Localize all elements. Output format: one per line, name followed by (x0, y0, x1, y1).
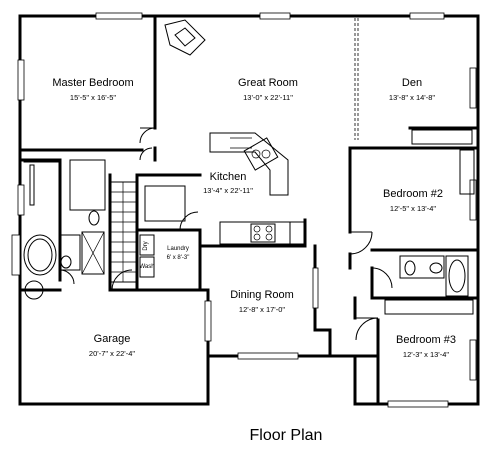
bedroom-3-name: Bedroom #3 (396, 334, 456, 346)
dining-room-name: Dining Room (230, 289, 294, 301)
den-dims: 13'-8" x 14'-8" (389, 93, 435, 102)
fixtures (23, 19, 475, 315)
bedroom-3-dims: 12'-3" x 13'-4" (403, 350, 449, 359)
bedroom-2-dims: 12'-5" x 13'-4" (390, 204, 436, 213)
washer-label: Wash (139, 264, 154, 270)
den-name: Den (402, 77, 422, 89)
laundry-dims: 6' x 8'-3" (167, 255, 190, 261)
room-labels: Master Bedroom 15'-5" x 16'-5" Great Roo… (52, 77, 456, 359)
windows (11, 12, 477, 408)
dining-room-dims: 12'-8" x 17'-0" (239, 305, 285, 314)
master-bedroom-name: Master Bedroom (52, 77, 133, 89)
dryer-label: Dry (143, 241, 149, 250)
stairs (109, 181, 137, 283)
great-room-name: Great Room (238, 77, 298, 89)
kitchen-name: Kitchen (210, 171, 247, 183)
floor-plan-caption: Floor Plan (250, 427, 323, 444)
great-room-dims: 13'-0" x 22'-11" (243, 93, 293, 102)
garage-dims: 20'-7" x 22'-4" (89, 349, 135, 358)
master-bedroom-dims: 15'-5" x 16'-5" (70, 93, 116, 102)
garage-name: Garage (94, 333, 131, 345)
kitchen-dims: 13'-4" x 22'-11" (203, 186, 253, 195)
bedroom-2-name: Bedroom #2 (383, 188, 443, 200)
laundry-name: Laundry (167, 246, 189, 252)
